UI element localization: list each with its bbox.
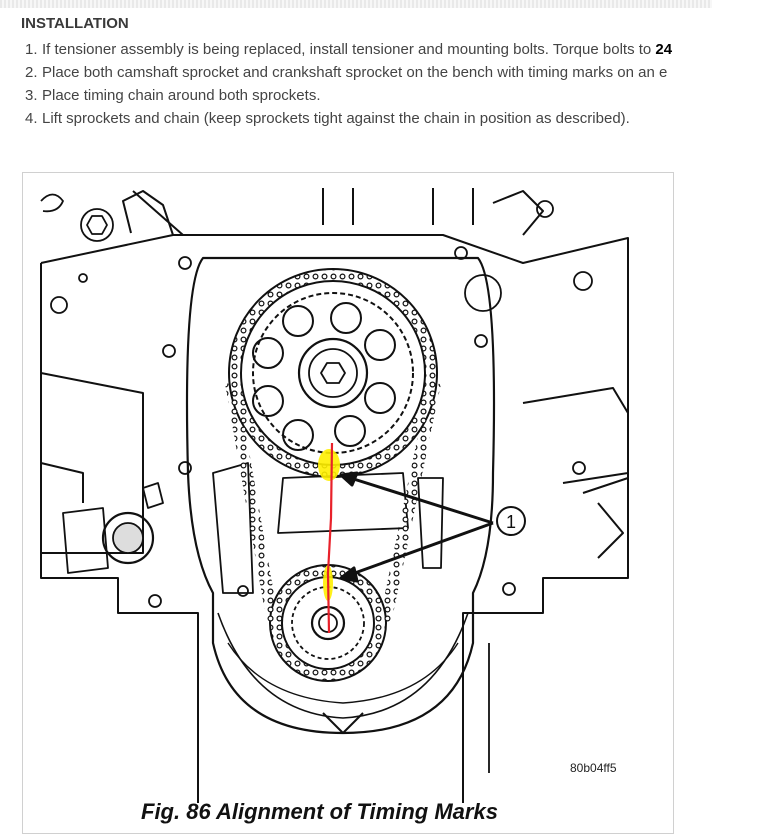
section-heading: INSTALLATION [21,15,129,32]
installation-steps: 1.If tensioner assembly is being replace… [25,38,711,130]
step-text: If tensioner assembly is being replaced,… [42,41,656,58]
camshaft-sprocket [228,268,438,478]
step-number: 1. [25,41,38,58]
engine-block-outline [40,188,629,803]
callout-arrows [339,471,494,583]
step-torque-value: 24 [655,41,673,58]
step-text: Place timing chain around both sprockets… [42,87,321,104]
step-item: 2.Place both camshaft sprocket and crank… [25,61,711,84]
callout-1: 1 [496,506,526,536]
step-number: 3. [25,87,38,104]
step-item: 1.If tensioner assembly is being replace… [25,38,711,61]
timing-chain [225,381,441,625]
top-border-strip [0,0,712,8]
engine-timing-illustration: 1 [40,188,629,803]
figure-caption: Fig. 86 Alignment of Timing Marks [141,799,498,824]
step-item: 4.Lift sprockets and chain (keep sprocke… [25,107,711,130]
timing-diagram-figure: 1 80b04ff5 Fig. 86 Alignment of Timing M… [22,172,674,834]
stray-mark [772,400,776,406]
step-text: Place both camshaft sprocket and cranksh… [42,64,668,81]
alignment-line [326,442,334,634]
step-number: 2. [25,64,38,81]
hex-bolts [40,193,114,242]
callout-number: 1 [506,512,516,532]
chain-tensioner [62,462,444,594]
step-text: Lift sprockets and chain (keep sprockets… [42,110,630,127]
figure-id-label: 80b04ff5 [570,761,617,775]
bolt-holes [50,200,593,608]
step-number: 4. [25,110,38,127]
step-item: 3.Place timing chain around both sprocke… [25,84,711,107]
